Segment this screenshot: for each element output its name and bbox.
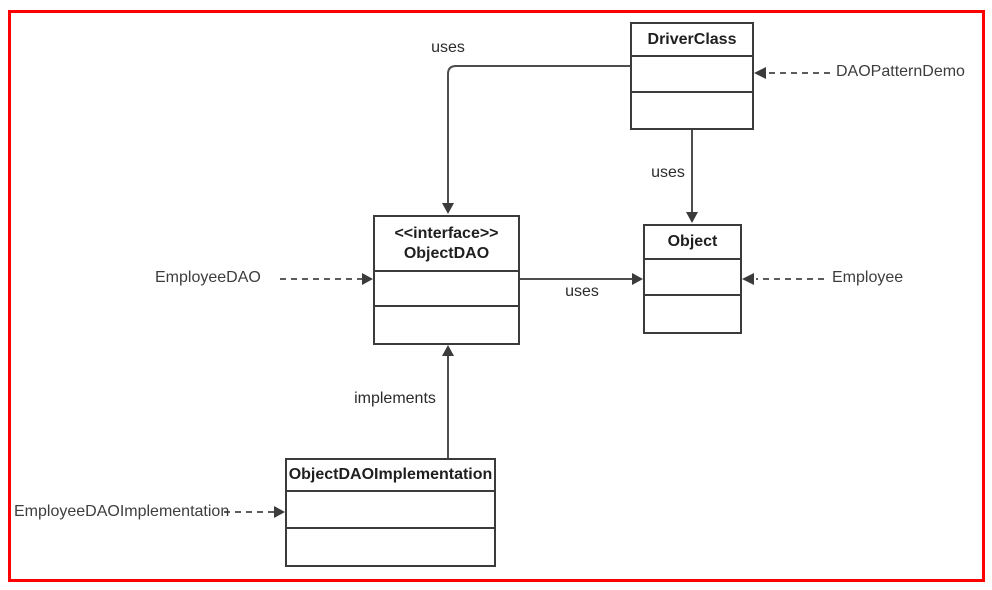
arrowhead-impl-left: [274, 506, 285, 518]
class-title-object: Object: [645, 226, 740, 260]
arrowhead-object-top: [686, 212, 698, 223]
class-attributes-objectdao: [375, 272, 518, 307]
annotation-employeedaoimplementation: EmployeeDAOImplementation: [14, 503, 230, 520]
arrowhead-dao-left: [362, 273, 373, 285]
class-title-objectdao: <<interface>> ObjectDAO: [375, 217, 518, 272]
connector-driver-to-dao: [447, 65, 630, 203]
edge-label-implements: implements: [354, 390, 436, 407]
class-methods-object: [645, 296, 740, 332]
arrowhead-object-left: [632, 273, 643, 285]
class-attributes-driverclass: [632, 57, 752, 93]
arrowhead-dao-top: [442, 203, 454, 214]
class-stereotype-objectdao: <<interface>>: [394, 225, 499, 243]
annotation-employee: Employee: [832, 269, 904, 286]
edge-label-uses-driver-dao: uses: [431, 39, 465, 56]
arrowhead-object-right: [742, 273, 754, 285]
arrowhead-driver-right: [754, 67, 766, 79]
class-box-objectdao: <<interface>> ObjectDAO: [373, 215, 520, 345]
class-box-driverclass: DriverClass: [630, 22, 754, 130]
class-name-objectdao: ObjectDAO: [403, 244, 490, 262]
class-title-driverclass: DriverClass: [632, 24, 752, 57]
class-attributes-objectdaoimplementation: [287, 492, 494, 529]
arrowhead-dao-bottom: [442, 345, 454, 356]
class-attributes-object: [645, 260, 740, 296]
edge-label-uses-dao-object: uses: [565, 283, 599, 300]
class-box-object: Object: [643, 224, 742, 334]
class-box-objectdaoimplementation: ObjectDAOImplementation: [285, 458, 496, 567]
class-title-objectdaoimplementation: ObjectDAOImplementation: [287, 460, 494, 492]
class-methods-objectdaoimplementation: [287, 529, 494, 565]
annotation-employeedao: EmployeeDAO: [155, 269, 261, 286]
annotation-daopatterndemo: DAOPatternDemo: [836, 63, 965, 80]
class-methods-driverclass: [632, 93, 752, 128]
edge-label-uses-driver-object: uses: [651, 164, 685, 181]
class-methods-objectdao: [375, 307, 518, 343]
